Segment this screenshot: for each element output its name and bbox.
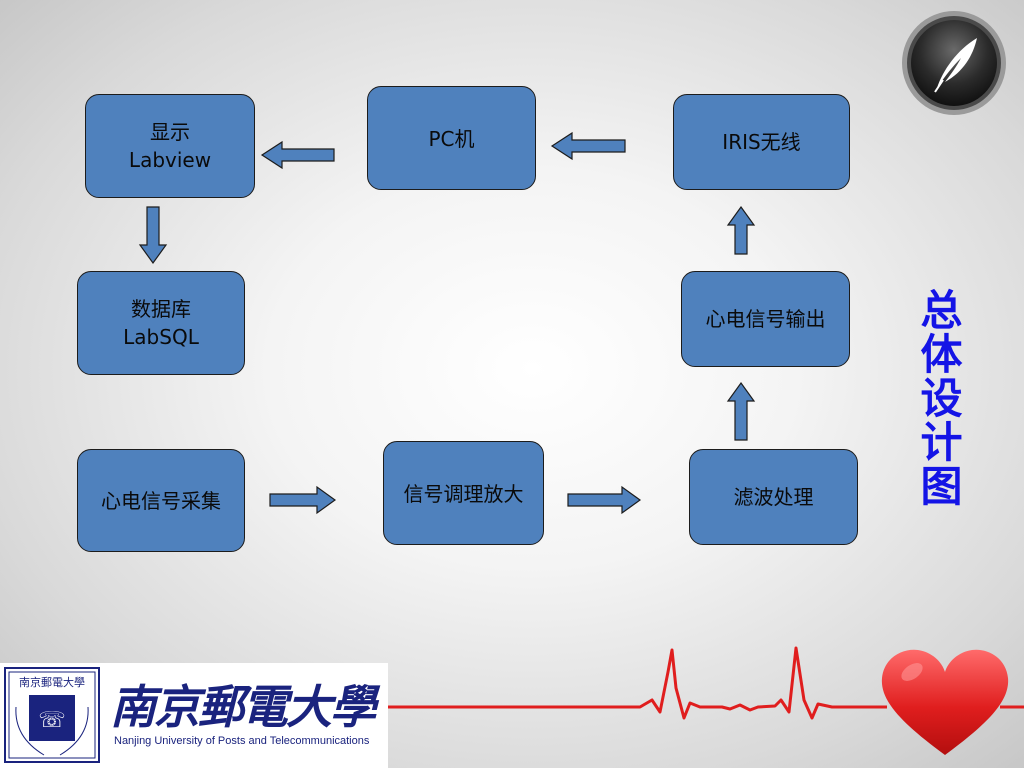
node-label: 显示 Labview [128,120,212,172]
arrow-up-icon [726,205,756,255]
university-name-cn: 南京郵電大學 [110,680,376,734]
node-label: 心电信号采集 [101,488,221,513]
diagram-title: 总体设计图 [914,288,963,508]
university-logo: 南京郵電大學 ☏ 南京郵電大學 Nanjing University of Po… [0,663,388,768]
node-label: 数据库 LabSQL [123,297,199,349]
arrow-down-icon [138,206,168,265]
university-name-en: Nanjing University of Posts and Telecomm… [114,735,370,747]
svg-text:南京郵電大學: 南京郵電大學 [19,675,85,689]
node-label: PC机 [428,127,475,151]
arrow-up-icon [726,381,756,441]
node-label: 心电信号输出 [705,307,826,331]
node-label: IRIS无线 [722,130,801,154]
node-database-labsql: 数据库 LabSQL [77,271,245,375]
node-label: 滤波处理 [733,485,814,509]
node-label: 信号调理放大 [403,482,524,506]
node-signal-conditioning: 信号调理放大 [383,441,544,545]
heart-icon [881,649,1009,755]
arrow-left-icon [550,131,626,161]
node-ecg-acquisition: 心电信号采集 [77,449,245,552]
ecg-waveform [388,646,887,720]
arrow-right-icon [567,485,642,515]
node-iris-wireless: IRIS无线 [673,94,850,190]
svg-text:☏: ☏ [38,708,66,733]
node-display-labview: 显示 Labview [85,94,255,198]
node-ecg-output: 心电信号输出 [681,271,850,367]
arrow-right-icon [269,485,337,515]
node-pc: PC机 [367,86,536,190]
university-seal-icon: 南京郵電大學 ☏ [4,667,100,763]
feather-icon[interactable] [899,8,1009,118]
arrow-left-icon [260,140,335,170]
node-filter: 滤波处理 [689,449,858,545]
